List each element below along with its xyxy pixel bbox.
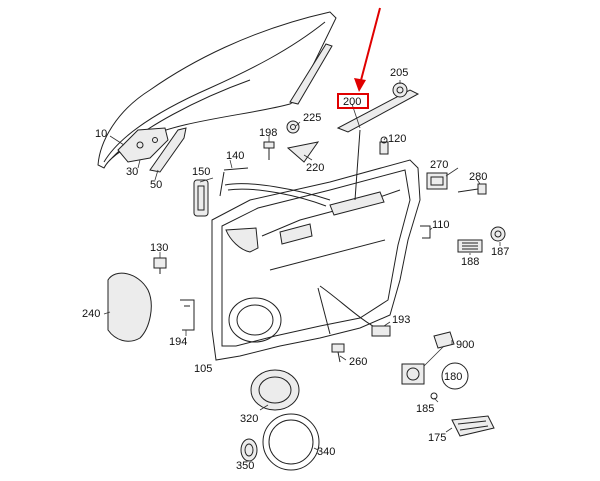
clip-120 (379, 136, 389, 155)
screw-260 (331, 343, 345, 363)
actuator-180 (401, 363, 438, 400)
callout-box-200 (337, 93, 369, 109)
speaker-ring-320 (250, 369, 300, 411)
connector-193 (371, 325, 391, 337)
triangle-trim (286, 141, 320, 163)
callout-320: 320 (240, 413, 258, 425)
hook-110 (420, 225, 431, 239)
corner-trim-piece (149, 127, 187, 173)
speaker-350 (240, 438, 258, 462)
callout-350: 350 (236, 460, 254, 472)
callout-240: 240 (82, 308, 100, 320)
wiring-cables (224, 129, 381, 335)
clip-130 (153, 257, 167, 274)
bolt-280 (457, 183, 487, 195)
callout-220: 220 (306, 162, 324, 174)
callout-205: 205 (390, 67, 408, 79)
leader-lines (103, 80, 501, 461)
callout-180: 180 (444, 371, 462, 383)
grommet-187 (490, 226, 506, 242)
callout-188: 188 (461, 256, 479, 268)
callout-198: 198 (259, 127, 277, 139)
door-inner-panel (211, 159, 421, 361)
callout-193: 193 (392, 314, 410, 326)
callout-194: 194 (169, 336, 187, 348)
speaker-cover-240 (107, 272, 152, 342)
seal-clip (392, 82, 408, 98)
callout-200: 200 (343, 96, 361, 108)
callout-900: 900 (456, 339, 474, 351)
callout-10: 10 (95, 128, 107, 140)
callout-50: 50 (150, 179, 162, 191)
bracket-194 (180, 299, 195, 331)
switch-188 (457, 239, 483, 253)
actuator-rod-140 (219, 167, 249, 197)
speaker-340 (262, 413, 320, 471)
callout-185: 185 (416, 403, 434, 415)
callout-175: 175 (428, 432, 446, 444)
callout-150: 150 (192, 166, 210, 178)
trim-clip (286, 120, 300, 134)
callout-110: 110 (432, 219, 450, 231)
callout-130: 130 (150, 242, 168, 254)
callout-280: 280 (469, 171, 487, 183)
lamp-175 (451, 415, 495, 437)
callout-120: 120 (388, 133, 406, 145)
callout-circle-180 (441, 362, 469, 390)
screw-198 (263, 141, 275, 160)
pillar-trim-strip (289, 43, 333, 105)
mirror-mount-bracket (117, 127, 169, 163)
callout-260: 260 (349, 356, 367, 368)
callout-30: 30 (126, 166, 138, 178)
callout-340: 340 (317, 446, 335, 458)
callout-270: 270 (430, 159, 448, 171)
switch-assembly-900 (419, 331, 455, 371)
callout-105: 105 (194, 363, 212, 375)
door-handle-150 (193, 179, 209, 217)
latch-module (426, 172, 448, 190)
highlight-arrow (354, 7, 381, 92)
callout-187: 187 (491, 246, 509, 258)
callout-140: 140 (226, 150, 244, 162)
callout-225: 225 (303, 112, 321, 124)
